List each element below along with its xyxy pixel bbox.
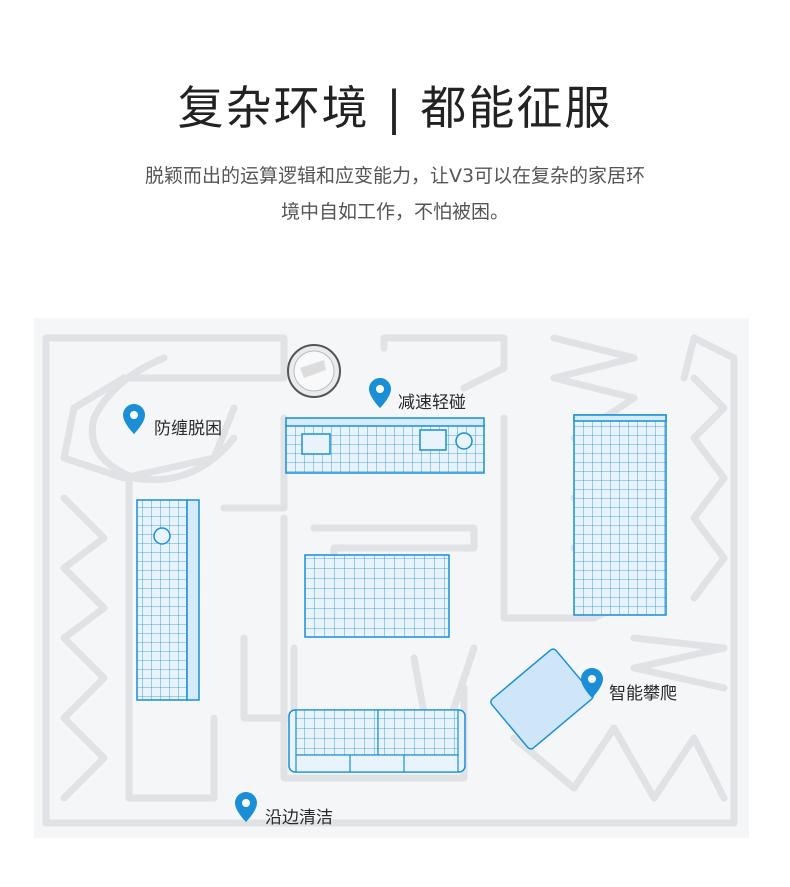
location-pin-icon [369,378,391,408]
label-escape: 防缠脱困 [154,419,222,439]
page-subtitle: 脱颖而出的运算逻辑和应变能力，让V3可以在复杂的家居环 境中自如工作，不怕被困。 [95,158,695,230]
right-wardrobe [573,414,667,616]
floor-plan-illustration: 防缠脱困 减速轻碰 智能攀爬 沿边清洁 [34,318,749,838]
location-pin-icon [123,404,145,434]
subtitle-line-2: 境中自如工作，不怕被困。 [280,201,509,223]
sofa [288,709,466,773]
page-title: 复杂环境 | 都能征服 [177,81,613,135]
climb-rug [490,648,594,750]
location-pin-icon [235,792,257,822]
location-pin-icon [581,668,603,698]
robot-vacuum-icon [287,344,341,398]
left-tall-cabinet [136,499,200,701]
label-edge: 沿边清洁 [265,808,333,828]
center-rug [304,554,450,638]
label-slowdown: 减速轻碰 [398,393,466,413]
subtitle-line-1: 脱颖而出的运算逻辑和应变能力，让V3可以在复杂的家居环 [144,165,646,187]
label-climb: 智能攀爬 [609,684,677,704]
floor-plan-svg [34,318,749,838]
tv-cabinet [285,417,485,474]
